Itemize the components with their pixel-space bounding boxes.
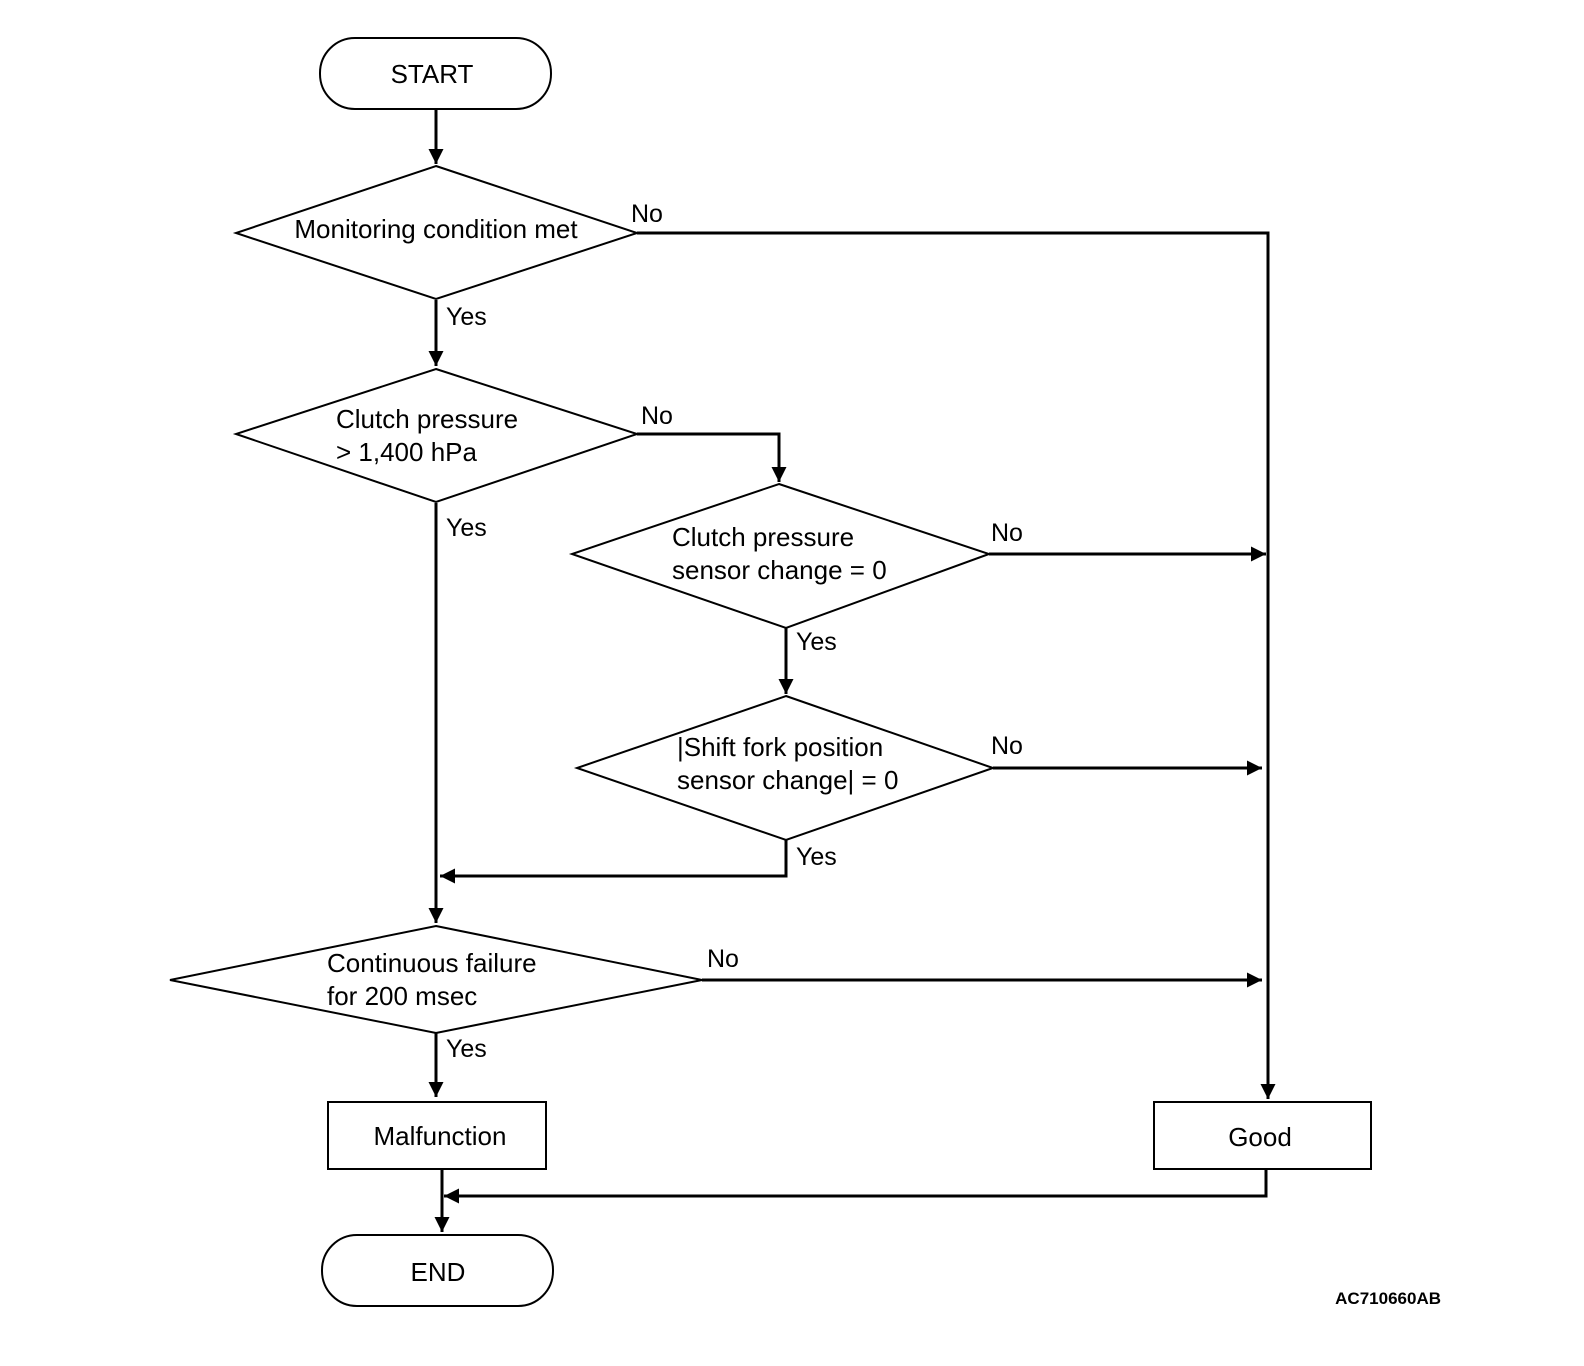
- pressure-sensor-change-label-line-1: Clutch pressure: [672, 522, 854, 552]
- connector-shift-fork-yes: [440, 840, 788, 884]
- monitoring-no-label: No: [631, 200, 663, 228]
- monitoring-condition-decision: Monitoring condition met: [232, 164, 641, 301]
- connector-monitoring-no: [637, 231, 1276, 1099]
- continuous-failure-label-line-1: Continuous failure: [327, 948, 537, 978]
- continuous-failure-label-line-2: for 200 msec: [327, 981, 477, 1011]
- pressure-sensor-change-decision: Clutch pressure sensor change = 0: [568, 482, 993, 630]
- shift-fork-change-decision: |Shift fork position sensor change| = 0: [573, 694, 997, 842]
- malfunction-box: Malfunction: [327, 1101, 547, 1170]
- start-terminal-shape: [319, 37, 552, 110]
- shift-fork-change-label-line-1: |Shift fork position: [677, 732, 883, 762]
- monitoring-condition-label: Monitoring condition met: [294, 214, 578, 244]
- good-label: Good: [1228, 1122, 1292, 1152]
- clutch-pressure-label-line-2: > 1,400 hPa: [336, 437, 477, 467]
- continuous-failure-no-label: No: [707, 945, 739, 973]
- malfunction-label: Malfunction: [374, 1121, 507, 1151]
- clutch-pressure-label-line-1: Clutch pressure: [336, 404, 518, 434]
- monitoring-condition-diamond: [232, 164, 641, 301]
- clutch-pressure-decision: Clutch pressure > 1,400 hPa: [232, 367, 641, 504]
- end-terminal-shape: [321, 1234, 554, 1307]
- clutch-pressure-yes-label: Yes: [446, 514, 487, 542]
- good-box-shape: [1153, 1101, 1372, 1170]
- connector-good-to-end: [444, 1170, 1268, 1204]
- pressure-sensor-yes-label: Yes: [796, 628, 837, 656]
- malfunction-box-shape: [327, 1101, 547, 1170]
- good-box: Good: [1153, 1101, 1372, 1170]
- continuous-failure-decision: Continuous failure for 200 msec: [169, 924, 703, 1035]
- continuous-failure-yes-label: Yes: [446, 1035, 487, 1063]
- shift-fork-no-label: No: [991, 732, 1023, 760]
- shift-fork-yes-label: Yes: [796, 843, 837, 871]
- pressure-sensor-change-label-line-2: sensor change = 0: [672, 555, 887, 585]
- figure-id: AC710660AB: [1335, 1289, 1441, 1308]
- pressure-sensor-no-label: No: [991, 519, 1023, 547]
- end-terminal-label: END: [411, 1257, 466, 1287]
- pressure-sensor-change-diamond: [568, 482, 993, 630]
- end-terminal: END: [321, 1234, 554, 1307]
- clutch-pressure-no-label: No: [641, 402, 673, 430]
- shift-fork-change-label-line-2: sensor change| = 0: [677, 765, 898, 795]
- connectors: [428, 110, 1276, 1232]
- continuous-failure-diamond: [169, 924, 703, 1035]
- start-terminal-label: START: [391, 59, 474, 89]
- shift-fork-change-diamond: [573, 694, 997, 842]
- clutch-pressure-diamond: [232, 367, 641, 504]
- connector-clutch-pressure-no: [637, 432, 787, 482]
- start-terminal: START: [319, 37, 552, 110]
- branch-labels: No Yes No Yes No Yes No Yes No Yes: [446, 200, 1023, 1063]
- monitoring-yes-label: Yes: [446, 303, 487, 331]
